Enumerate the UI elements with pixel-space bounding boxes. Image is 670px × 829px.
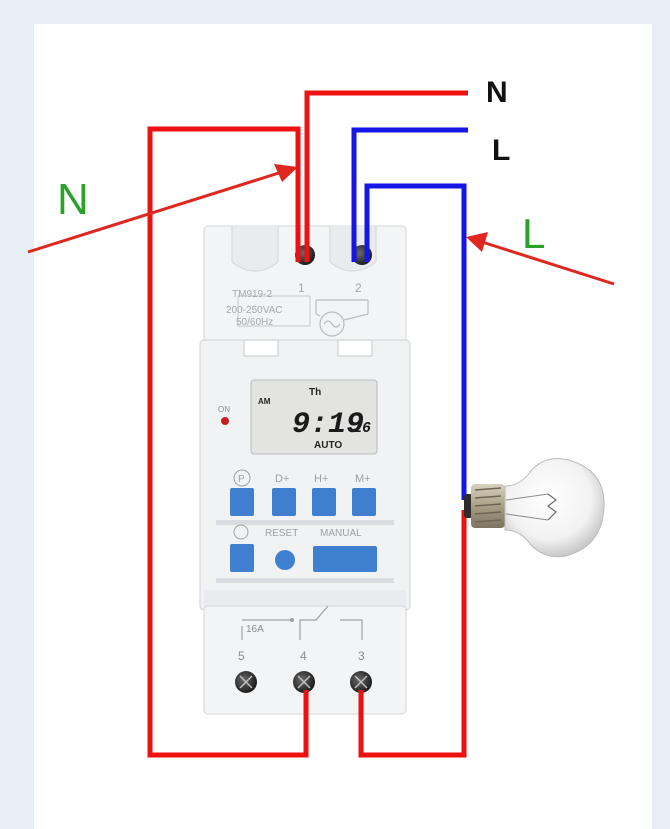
motor-symbol-icon	[319, 311, 345, 337]
neutral-wires	[147, 90, 468, 758]
terminal-4-label: 4	[300, 649, 307, 663]
lcd-mode: AUTO	[314, 440, 342, 451]
timer-switch-device: TM919-2 200-250VAC 50/60Hz 1 2 Th AM 9:1…	[199, 225, 411, 715]
lcd-day: Th	[309, 387, 321, 398]
lcd-seconds: 16	[353, 420, 371, 437]
neutral-loop-wire	[147, 126, 309, 758]
button-p-label: P	[238, 474, 245, 485]
clock-symbol-icon	[233, 524, 249, 540]
program-button[interactable]	[230, 488, 254, 516]
voltage-label: 200-250VAC	[226, 305, 283, 316]
live-to-lamp-wire	[364, 183, 467, 500]
terminal-1-label: 1	[298, 281, 305, 295]
top-l-label: L	[492, 134, 510, 167]
frequency-label: 50/60Hz	[236, 317, 273, 328]
lcd-period: AM	[258, 397, 271, 406]
terminal-5-label: 5	[238, 649, 245, 663]
neutral-supply-wire	[304, 90, 468, 262]
on-led-label: ON	[218, 405, 230, 414]
button-h-label: H+	[314, 473, 328, 485]
manual-button[interactable]	[313, 546, 377, 572]
hour-plus-button[interactable]	[312, 488, 336, 516]
live-supply-wire	[351, 127, 468, 262]
model-label: TM919-2	[232, 289, 272, 300]
clock-button[interactable]	[230, 544, 254, 572]
arrow-to-live	[481, 240, 615, 286]
top-n-label: N	[486, 76, 508, 109]
program-symbol-icon	[233, 469, 251, 487]
annotation-arrows	[27, 164, 615, 286]
reset-label: RESET	[265, 528, 298, 539]
button-d-label: D+	[275, 473, 289, 485]
terminal-2-label: 2	[355, 281, 362, 295]
reset-button[interactable]	[275, 550, 295, 570]
day-plus-button[interactable]	[272, 488, 296, 516]
button-m-label: M+	[355, 473, 371, 485]
light-bulb-icon	[464, 458, 605, 558]
terminal-3-label: 3	[358, 649, 365, 663]
on-led-icon	[221, 417, 229, 425]
live-wires	[351, 127, 468, 500]
side-l-label: L	[522, 210, 545, 257]
arrow-to-neutral	[27, 170, 283, 254]
lcd-time: 9:19	[292, 408, 364, 442]
lamp-return-wire	[358, 510, 467, 758]
lcd-display	[250, 379, 378, 455]
manual-label: MANUAL	[320, 528, 362, 539]
side-n-label: N	[57, 175, 89, 224]
relay-rating-label: 16A	[246, 624, 264, 635]
minute-plus-button[interactable]	[352, 488, 376, 516]
